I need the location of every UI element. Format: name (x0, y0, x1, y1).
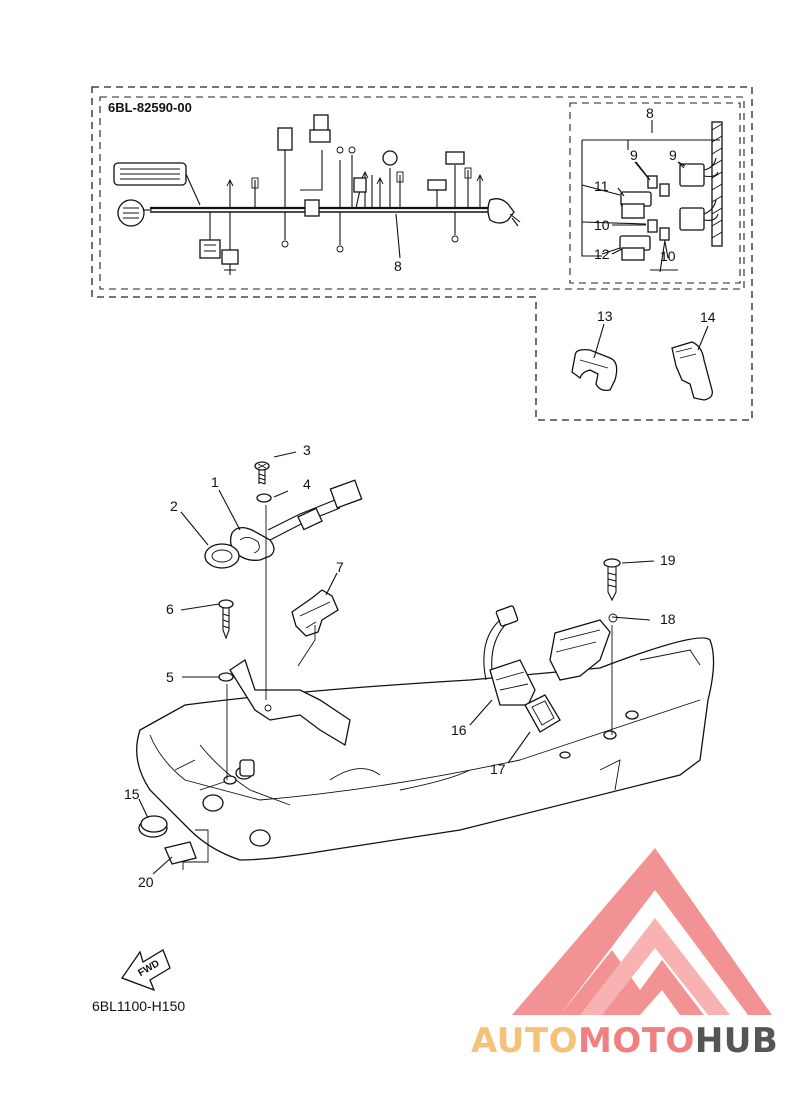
connector-16 (483, 605, 536, 706)
callout-15: 15 (124, 786, 140, 802)
lower-cowling (136, 637, 715, 861)
callout-13: 13 (597, 308, 613, 324)
washer-5 (218, 672, 234, 682)
diagram-code: 6BL1100-H150 (92, 998, 185, 1014)
callout-9-left: 9 (630, 147, 638, 163)
grommet-2 (204, 543, 240, 569)
bracket (229, 658, 351, 747)
label-20 (164, 841, 197, 865)
bolt-6 (218, 599, 234, 640)
callout-6: 6 (166, 601, 174, 617)
connector-subkit (581, 121, 723, 273)
sub-kit-boundary (569, 102, 741, 284)
callout-12: 12 (594, 246, 610, 262)
plug-15 (138, 815, 168, 838)
kit-boundary-outer (91, 86, 753, 421)
callout-16: 16 (451, 722, 467, 738)
callout-2: 2 (170, 498, 178, 514)
callout-8-kit: 8 (646, 105, 654, 121)
callout-5: 5 (166, 669, 174, 685)
callout-9-right: 9 (669, 147, 677, 163)
callout-leaders (138, 120, 709, 875)
screw-3 (254, 461, 270, 485)
callout-19: 19 (660, 552, 676, 568)
callout-1: 1 (211, 474, 219, 490)
callout-7: 7 (336, 559, 344, 575)
seal-17 (524, 694, 561, 733)
callout-8-harness: 8 (394, 258, 402, 274)
holder-7 (291, 589, 339, 637)
callout-4: 4 (303, 476, 311, 492)
callout-11: 11 (594, 178, 609, 194)
callout-10-right: 10 (660, 248, 676, 264)
washer-4 (256, 493, 272, 503)
callout-18: 18 (660, 611, 676, 627)
callout-10-left: 10 (594, 217, 610, 233)
wire-harness (113, 114, 521, 275)
callout-14: 14 (700, 309, 716, 325)
screw-19 (603, 558, 621, 602)
clamps (571, 341, 713, 401)
assembly-guide-lines (182, 505, 613, 870)
holder-18 (549, 619, 611, 681)
watermark-text: AUTOMOTOHUB (471, 1021, 778, 1061)
watermark-logo-icon (512, 848, 772, 1015)
callout-3: 3 (303, 442, 311, 458)
forward-arrow-icon: FWD (120, 949, 171, 992)
harness-part-code: 6BL-82590-00 (108, 100, 192, 115)
callout-20: 20 (138, 874, 154, 890)
callout-17: 17 (490, 761, 506, 777)
